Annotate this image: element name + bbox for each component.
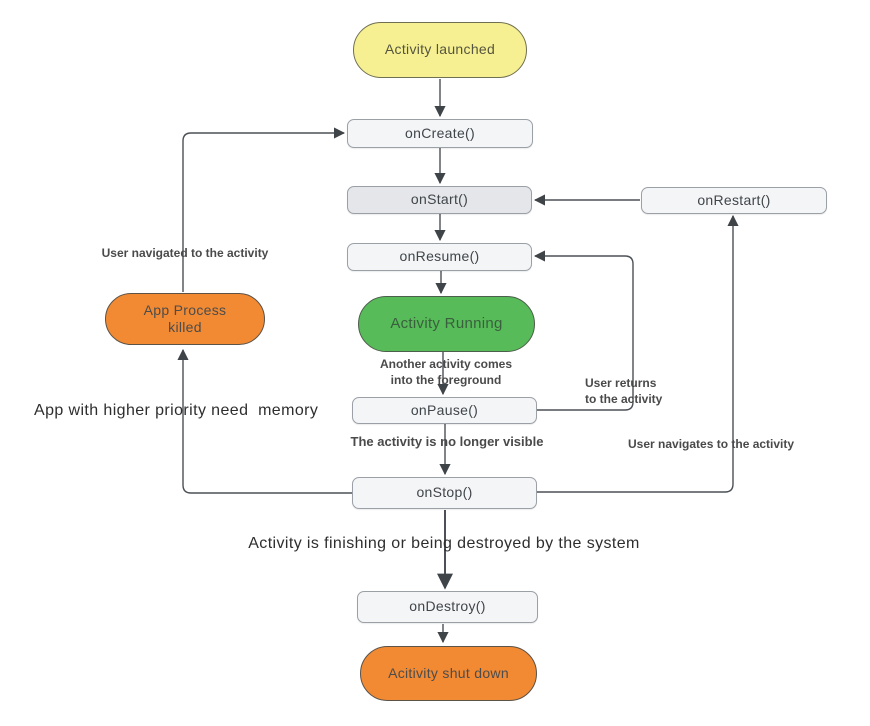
node-onstop-label: onStop() (416, 484, 473, 501)
node-onresume-label: onResume() (399, 248, 480, 265)
node-oncreate: onCreate() (347, 119, 533, 148)
node-app-process-killed-label: App Process killed (143, 301, 227, 336)
label-user-returns: User returns to the activity (585, 376, 663, 406)
node-activity-launched-label: Activity launched (384, 41, 496, 58)
node-onstart-label: onStart() (410, 191, 469, 208)
node-onresume: onResume() (347, 243, 532, 271)
node-onrestart-label: onRestart() (697, 191, 771, 208)
node-onstop: onStop() (352, 477, 537, 509)
label-user-navigated: User navigated to the activity (101, 246, 269, 260)
node-onstart: onStart() (347, 186, 532, 214)
node-onrestart: onRestart() (641, 187, 827, 214)
node-oncreate-label: onCreate() (405, 124, 475, 141)
node-activity-running: Activity Running (358, 296, 535, 352)
edge-onpause-to-onresume (533, 250, 634, 411)
label-finishing: Activity is finishing or being destroyed… (248, 535, 640, 552)
edge-processkilled-to-oncreate (182, 127, 346, 292)
label-another-activity: Another activity comes into the foregrou… (379, 357, 513, 387)
label-no-longer-visible: The activity is no longer visible (350, 434, 544, 449)
node-activity-launched: Activity launched (353, 22, 527, 78)
label-user-navigates: User navigates to the activity (628, 437, 795, 451)
label-higher-priority: App with higher priority need memory (34, 402, 319, 419)
node-activity-shut-down-label: Acitivity shut down (388, 664, 509, 681)
node-ondestroy: onDestroy() (357, 591, 538, 623)
node-onpause: onPause() (352, 397, 537, 424)
node-onpause-label: onPause() (410, 401, 479, 418)
node-activity-running-label: Activity Running (390, 314, 503, 332)
node-app-process-killed: App Process killed (105, 293, 265, 345)
edge-onstop-to-onrestart (537, 214, 739, 493)
edge-onstop-to-processkilled (177, 348, 352, 494)
node-ondestroy-label: onDestroy() (409, 598, 486, 615)
node-activity-shut-down: Acitivity shut down (360, 646, 537, 701)
